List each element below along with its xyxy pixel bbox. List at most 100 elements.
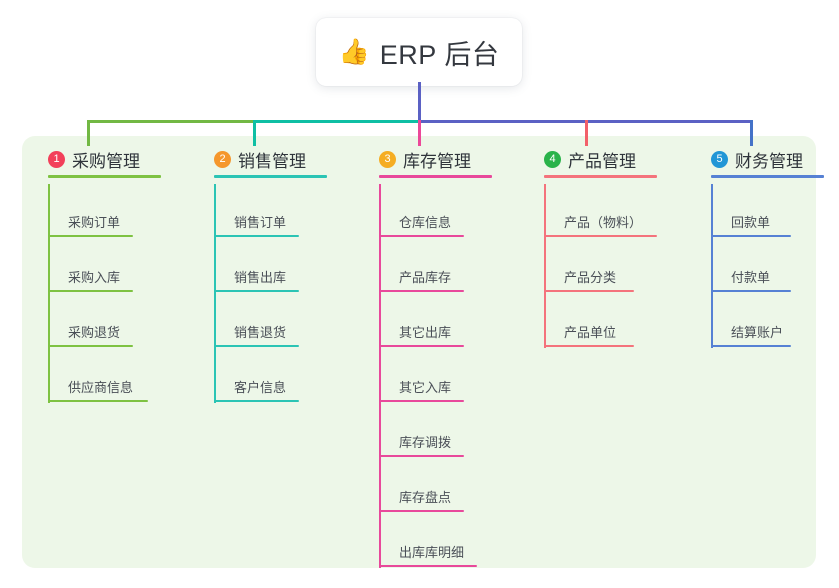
branch-item[interactable]: 产品单位: [528, 294, 636, 349]
branch-item-label: 仓库信息: [399, 215, 452, 230]
branch-item-label: 库存盘点: [399, 490, 452, 505]
branch-item-label: 付款单: [731, 270, 771, 285]
branch-item[interactable]: 销售出库: [198, 239, 306, 294]
branch-item-label: 销售退货: [234, 325, 287, 340]
branch-spine-purchase: [48, 184, 50, 403]
drop-product: [585, 120, 588, 146]
branch-number-badge-finance: 5: [711, 150, 728, 168]
branch-column-finance: 5 财务管理回款单付款单结算账户: [695, 144, 824, 349]
branch-item-label: 供应商信息: [68, 380, 134, 395]
branch-item-label: 其它出库: [399, 325, 452, 340]
root-node-card[interactable]: 👍 ERP 后台: [316, 18, 522, 86]
root-stem-line: [418, 82, 421, 123]
branch-item-rule: [544, 290, 634, 292]
branch-header-rule-sales: [214, 175, 327, 178]
branch-number-badge-inventory: 3: [379, 150, 396, 168]
branch-item-label: 其它入库: [399, 380, 452, 395]
branch-number-badge-sales: 2: [214, 150, 231, 168]
branch-item-rule: [711, 345, 791, 347]
branch-spine-sales: [214, 184, 216, 403]
branch-header-rule-inventory: [379, 175, 492, 178]
branch-column-purchase: 1 采购管理采购订单采购入库采购退货供应商信息: [32, 144, 161, 404]
branch-item[interactable]: 客户信息: [198, 349, 306, 404]
branch-item-rule: [711, 235, 791, 237]
branch-item[interactable]: 其它出库: [363, 294, 471, 349]
branch-item-label: 产品（物料）: [564, 215, 643, 230]
branch-header-label-finance: 财务管理: [735, 151, 803, 171]
branch-item[interactable]: 产品库存: [363, 239, 471, 294]
branch-item-rule: [48, 400, 148, 402]
segment-green: [87, 120, 254, 123]
segment-blue: [418, 120, 751, 123]
branch-item-rule: [544, 235, 657, 237]
branch-item-label: 销售出库: [234, 270, 287, 285]
branch-item-label: 库存调拨: [399, 435, 452, 450]
branch-items-finance: 回款单付款单结算账户: [695, 184, 803, 349]
branch-item-rule: [379, 345, 464, 347]
branch-item-rule: [379, 235, 464, 237]
branch-item-rule: [711, 290, 791, 292]
branch-header-sales[interactable]: 2 销售管理: [198, 144, 327, 178]
branch-spine-finance: [711, 184, 713, 348]
branch-header-rule-product: [544, 175, 657, 178]
branch-item[interactable]: 采购入库: [32, 239, 140, 294]
drop-finance: [750, 120, 753, 146]
branch-item[interactable]: 回款单: [695, 184, 803, 239]
branch-item-label: 产品分类: [564, 270, 617, 285]
branch-item-label: 产品库存: [399, 270, 452, 285]
branch-item-rule: [379, 510, 464, 512]
branch-item[interactable]: 采购订单: [32, 184, 140, 239]
branch-item[interactable]: 付款单: [695, 239, 803, 294]
branch-header-rule-purchase: [48, 175, 161, 178]
branch-item[interactable]: 产品（物料）: [528, 184, 657, 239]
branch-header-rule-finance: [711, 175, 824, 178]
branch-item-label: 客户信息: [234, 380, 287, 395]
branch-items-sales: 销售订单销售出库销售退货客户信息: [198, 184, 306, 404]
branch-column-inventory: 3 库存管理仓库信息产品库存其它出库其它入库库存调拨库存盘点出库库明细: [363, 144, 492, 569]
branch-header-label-sales: 销售管理: [238, 151, 306, 171]
drop-sales: [253, 120, 256, 146]
segment-teal: [253, 120, 419, 123]
branch-number-badge-product: 4: [544, 150, 561, 168]
branch-items-product: 产品（物料） 产品分类产品单位: [528, 184, 657, 349]
branch-spine-inventory: [379, 184, 381, 568]
branch-item[interactable]: 库存调拨: [363, 404, 471, 459]
branch-item-rule: [214, 345, 299, 347]
branch-item-label: 采购入库: [68, 270, 121, 285]
branch-items-purchase: 采购订单采购入库采购退货供应商信息: [32, 184, 148, 404]
branch-item-rule: [379, 290, 464, 292]
branch-item[interactable]: 其它入库: [363, 349, 471, 404]
branch-header-label-purchase: 采购管理: [72, 151, 140, 171]
branch-header-inventory[interactable]: 3 库存管理: [363, 144, 492, 178]
branch-spine-product: [544, 184, 546, 348]
branch-item-rule: [48, 345, 133, 347]
branch-item[interactable]: 供应商信息: [32, 349, 148, 404]
drop-inventory: [418, 120, 421, 146]
branch-item[interactable]: 产品分类: [528, 239, 636, 294]
branch-item[interactable]: 仓库信息: [363, 184, 471, 239]
branch-item[interactable]: 结算账户: [695, 294, 803, 349]
branch-header-finance[interactable]: 5 财务管理: [695, 144, 824, 178]
branch-item-label: 采购退货: [68, 325, 121, 340]
branch-item[interactable]: 库存盘点: [363, 459, 471, 514]
branch-number-badge-purchase: 1: [48, 150, 65, 168]
branch-item[interactable]: 采购退货: [32, 294, 140, 349]
branch-item[interactable]: 出库库明细: [363, 514, 477, 569]
branch-item-label: 结算账户: [731, 325, 784, 340]
thumbs-up-icon: 👍: [338, 37, 370, 66]
branch-item-rule: [379, 455, 464, 457]
branch-header-label-inventory: 库存管理: [403, 151, 471, 171]
branch-item-label: 产品单位: [564, 325, 617, 340]
branch-item-label: 采购订单: [68, 215, 121, 230]
branch-column-sales: 2 销售管理销售订单销售出库销售退货客户信息: [198, 144, 327, 404]
branch-items-inventory: 仓库信息产品库存其它出库其它入库库存调拨库存盘点出库库明细: [363, 184, 477, 569]
branch-item-rule: [48, 235, 133, 237]
branch-item-rule: [379, 400, 464, 402]
branch-item-label: 出库库明细: [399, 545, 465, 560]
branch-item[interactable]: 销售退货: [198, 294, 306, 349]
branch-header-purchase[interactable]: 1 采购管理: [32, 144, 161, 178]
diagram-panel: [22, 136, 816, 568]
branch-item[interactable]: 销售订单: [198, 184, 306, 239]
